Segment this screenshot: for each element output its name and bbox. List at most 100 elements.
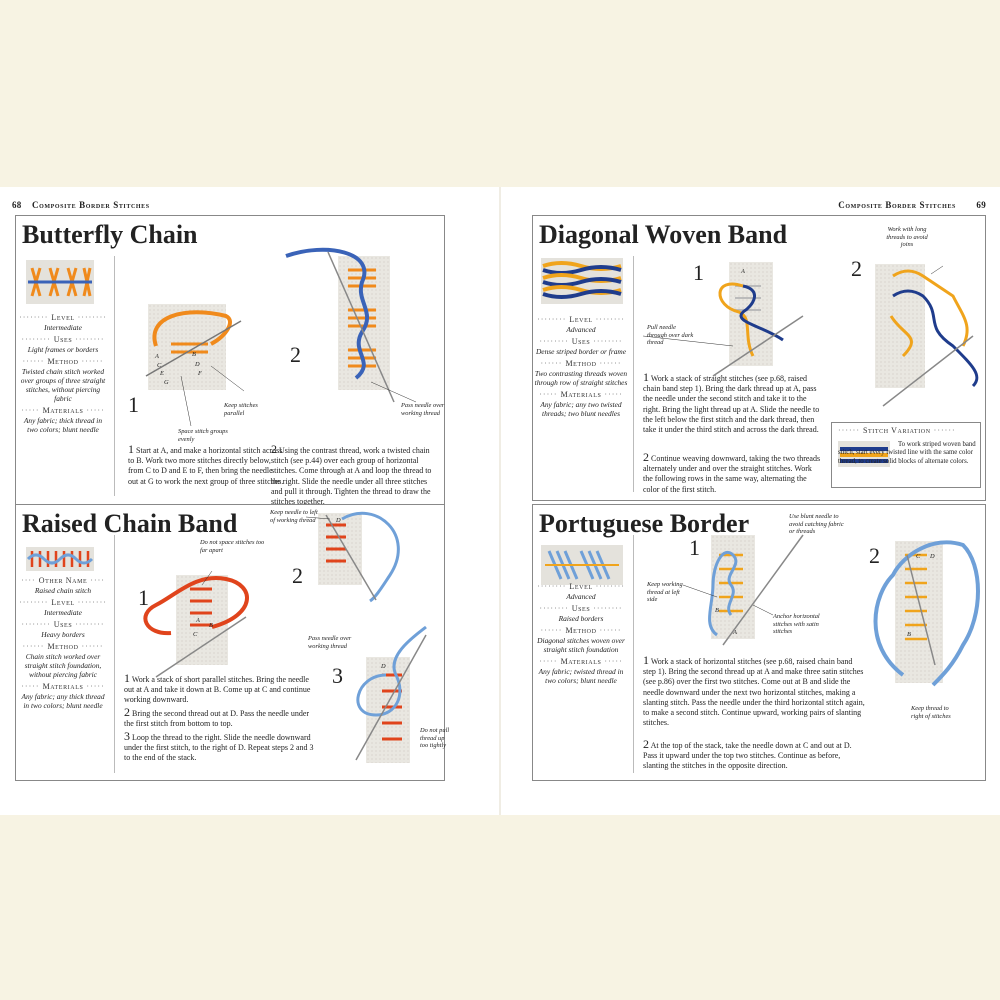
- running-head-right: Composite Border Stitches: [838, 200, 956, 210]
- diagonal-swatch: [541, 258, 623, 304]
- raised-annotation-notpull: Do not pull thread up too tightly: [420, 727, 450, 749]
- portuguese-border-panel: Portuguese Border ········ Level ·······…: [532, 504, 986, 781]
- letter-d: D: [195, 361, 200, 368]
- raised-level: Intermediate: [44, 608, 82, 617]
- page-number-right: 69: [976, 200, 986, 210]
- materials-label: Materials: [42, 406, 84, 415]
- raised-swatch: [26, 547, 94, 571]
- letter-g: G: [164, 379, 169, 386]
- portuguese-fabric-2: [895, 541, 943, 683]
- diagonal-diagram-1: [642, 282, 804, 377]
- stitch-variation-box: ······ Stitch Variation ······ To work s…: [831, 422, 981, 488]
- butterfly-step-2: 2 Using the contrast thread, work a twis…: [271, 442, 432, 507]
- diagonal-sidebar: ········ Level ········ Advanced ·······…: [534, 315, 628, 418]
- letter-d: D: [336, 517, 341, 524]
- letter-b-2: B: [907, 631, 911, 638]
- butterfly-swatch: [26, 260, 94, 304]
- diagonal-step-1-number: 1: [693, 260, 704, 285]
- diagonal-annotation-pull: Pull needle through over dark thread: [647, 324, 694, 346]
- letter-e: E: [160, 370, 164, 377]
- other-name-label: Other Name: [38, 576, 88, 585]
- variation-text: To work striped woven band stitch, start…: [838, 441, 976, 465]
- letter-c: C: [193, 631, 198, 638]
- portuguese-step-2: 2 At the top of the stack, take the need…: [643, 737, 852, 771]
- portuguese-step-1-number: 1: [689, 535, 700, 560]
- diagonal-uses: Dense striped border or frame: [535, 347, 627, 356]
- portuguese-diagram-2: [873, 540, 980, 687]
- butterfly-title: Butterfly Chain: [22, 220, 198, 249]
- portuguese-materials: Any fabric; twisted thread in two colors…: [538, 667, 624, 685]
- letter-a: A: [196, 617, 200, 624]
- butterfly-step-2-number: 2: [290, 342, 301, 367]
- letter-b: B: [209, 622, 213, 629]
- portuguese-sidebar: ········ Level ········ Advanced ·······…: [533, 579, 629, 685]
- raised-annotation-passover: Pass needle over working thread: [308, 635, 352, 650]
- raised-step-3-number: 3: [332, 663, 343, 688]
- portuguese-method: Diagonal stitches woven over straight st…: [537, 636, 625, 654]
- butterfly-step-1: 1 Start at A, and make a horizontal stit…: [128, 442, 284, 486]
- raised-method: Chain stitch worked over straight stitch…: [24, 652, 102, 679]
- raised-step-2-number: 2: [292, 563, 303, 588]
- letter-d-3: D: [381, 663, 386, 670]
- raised-step-1: 1 Work a stack of short parallel stitche…: [124, 671, 311, 705]
- uses-label: Uses: [53, 335, 73, 344]
- diagonal-level: Advanced: [566, 325, 596, 334]
- butterfly-diagram-1: [145, 310, 245, 427]
- running-head-left: Composite Border Stitches: [32, 200, 150, 210]
- diagonal-title: Diagonal Woven Band: [539, 220, 788, 249]
- butterfly-annotation-keep: Keep stitches parallel: [224, 402, 258, 417]
- raised-annotation-nospace: Do not space stitches too far apart: [200, 539, 265, 554]
- letter-a: A: [733, 629, 737, 636]
- portuguese-uses: Raised borders: [558, 614, 604, 623]
- raised-sidebar: ···· Other Name ···· Raised chain stitch…: [19, 576, 107, 710]
- portuguese-step-2-number: 2: [869, 543, 880, 568]
- butterfly-method: Twisted chain stitch worked over groups …: [20, 367, 106, 403]
- raised-diagram-1: [143, 570, 249, 678]
- butterfly-chain-panel: Butterfly Chain ········ Level ········ …: [15, 215, 445, 507]
- level-label: Level: [51, 313, 75, 322]
- butterfly-step-1-number: 1: [128, 392, 139, 417]
- raised-chain-panel: Raised Chain Band ···· Other Name ···· R…: [15, 504, 449, 781]
- raised-diagram-3: [355, 625, 427, 761]
- portuguese-annotation-keepright: Keep thread to right of stitches: [911, 705, 951, 720]
- raised-other-name: Raised chain stitch: [34, 586, 92, 595]
- letter-a: A: [741, 268, 745, 275]
- butterfly-uses: Light frames or borders: [27, 345, 99, 354]
- portuguese-step-1: 1 Work a stack of horizontal stitches (s…: [643, 653, 865, 728]
- diagonal-step-2-number: 2: [851, 256, 862, 281]
- letter-b: B: [715, 607, 719, 614]
- letter-f: F: [198, 370, 202, 377]
- letter-c: C: [157, 362, 162, 369]
- portuguese-diagram-1: [682, 534, 804, 646]
- variation-swatch: [838, 441, 890, 467]
- variation-title: Stitch Variation: [862, 426, 931, 435]
- raised-step-1-number: 1: [138, 585, 149, 610]
- raised-step-3: 3 Loop the thread to the right. Slide th…: [124, 729, 314, 763]
- butterfly-sidebar: ········ Level ········ Intermediate ···…: [19, 313, 107, 434]
- diagonal-method: Two contrasting threads woven through ro…: [534, 369, 628, 387]
- diagonal-diagram-2: [882, 265, 979, 407]
- portuguese-title: Portuguese Border: [539, 509, 750, 538]
- butterfly-annotation-space: Space stitch groups evenly: [178, 428, 228, 443]
- gutter: [499, 187, 501, 815]
- diagonal-step-1: 1 Work a stack of straight stitches (see…: [643, 370, 820, 435]
- butterfly-materials: Any fabric; thick thread in two colors; …: [23, 416, 103, 434]
- portuguese-fabric-1: [711, 535, 755, 639]
- butterfly-fabric-1: [148, 304, 226, 390]
- raised-uses: Heavy borders: [41, 630, 85, 639]
- letter-b: B: [192, 351, 196, 358]
- raised-diagram-2: [305, 511, 400, 603]
- portuguese-swatch: [541, 545, 623, 585]
- diagonal-step-2: 2 Continue weaving downward, taking the …: [643, 450, 821, 494]
- method-label: Method: [47, 357, 79, 366]
- book-spread: 68 Composite Border Stitches Composite B…: [0, 187, 1000, 815]
- raised-annotation-keepleft: Keep needle to left of working thread: [270, 509, 318, 524]
- letter-a: A: [155, 353, 159, 360]
- diagonal-annotation-work: Work with long threads to avoid joins: [886, 226, 928, 248]
- letter-c: C: [916, 553, 921, 560]
- butterfly-diagram-2: [285, 247, 417, 403]
- portuguese-annotation-blunt: Use blunt needle to avoid catching fabri…: [789, 513, 844, 535]
- letter-d: D: [930, 553, 935, 560]
- portuguese-annotation-anchor: Anchor horizontal stitches with satin st…: [773, 613, 820, 635]
- diagonal-woven-panel: Diagonal Woven Band ········ Level ·····…: [532, 215, 986, 501]
